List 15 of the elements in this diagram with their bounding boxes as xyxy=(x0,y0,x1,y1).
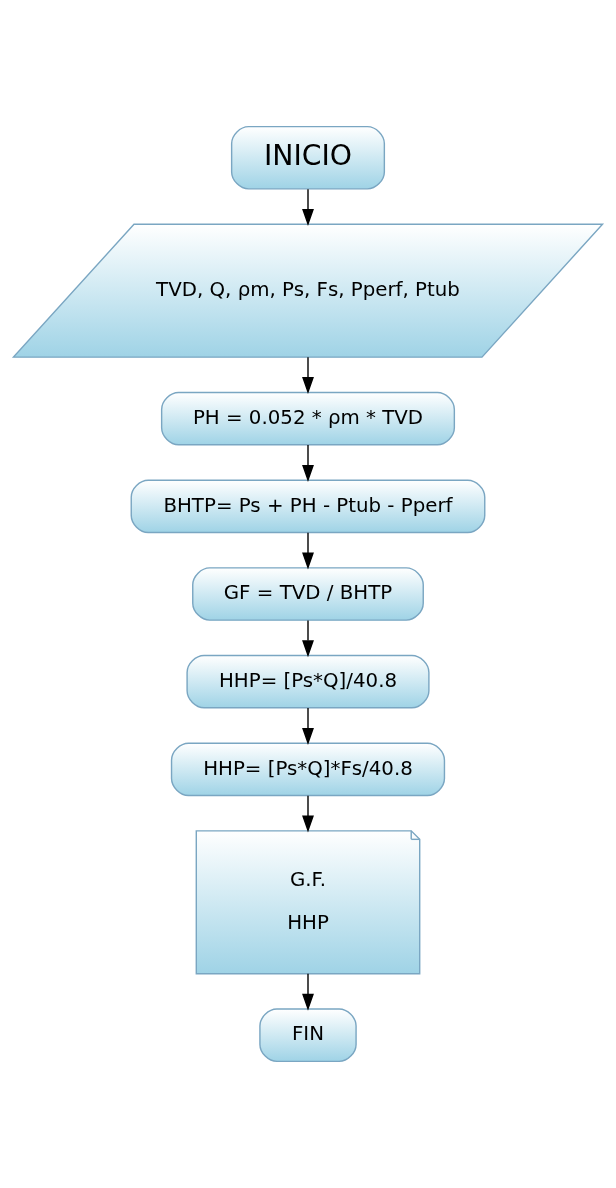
arrow xyxy=(302,356,314,395)
arrow xyxy=(302,972,314,1011)
arrow xyxy=(302,444,314,482)
node-box: PH = 0.052 * ρm * TVD xyxy=(160,391,456,446)
arrow xyxy=(302,188,314,226)
node-box: BHTP= Ps + PH - Ptub - Pperf xyxy=(130,479,486,534)
arrow xyxy=(302,619,314,658)
node-box: HHP= [Ps*Q]*Fs/40.8 xyxy=(170,742,446,797)
arrow xyxy=(302,532,314,570)
node-box: HHP= [Ps*Q]/40.8 xyxy=(186,654,430,709)
node-box: GF = TVD / BHTP xyxy=(192,567,424,621)
node-box: INICIO xyxy=(230,125,386,190)
node-box: FIN xyxy=(259,1008,357,1063)
arrow xyxy=(302,707,314,745)
arrow xyxy=(302,795,314,833)
